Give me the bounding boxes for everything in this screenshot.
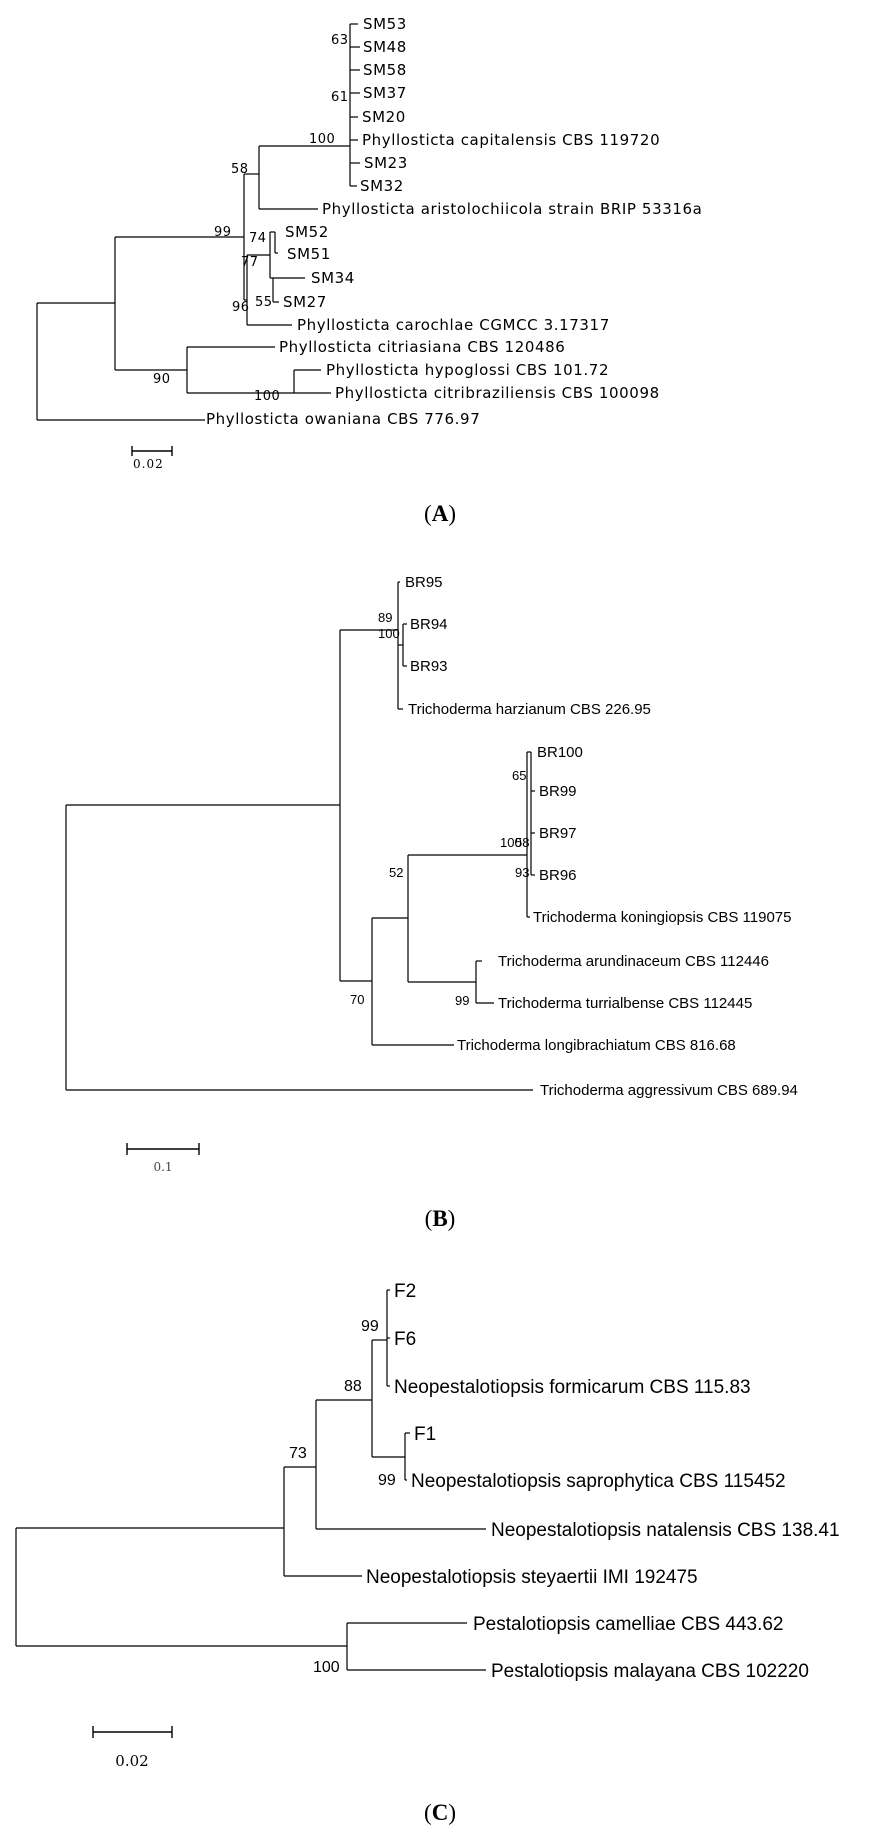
taxon-label: Pestalotiopsis camelliae CBS 443.62: [473, 1614, 784, 1635]
taxon-label: Pestalotiopsis malayana CBS 102220: [491, 1661, 809, 1682]
bootstrap-value: 52: [389, 865, 403, 880]
taxon-label: SM48: [363, 38, 407, 56]
taxon-label: Neopestalotiopsis formicarum CBS 115.83: [394, 1377, 751, 1398]
bootstrap-value: 74: [249, 231, 267, 246]
taxon-label: SM58: [363, 61, 407, 79]
bootstrap-value: 96: [232, 300, 250, 315]
taxon-label: Phyllosticta capitalensis CBS 119720: [362, 131, 660, 149]
taxon-label: BR94: [410, 616, 448, 633]
scale-bar-label: 0.02: [133, 457, 164, 471]
taxon-label: Trichoderma harzianum CBS 226.95: [408, 701, 651, 718]
panel-caption-b: (B): [425, 1206, 456, 1231]
bootstrap-value: 99: [455, 993, 469, 1008]
tree-a-support: 63 61 100 58 99 74 77 55 96 90 100: [153, 33, 349, 404]
taxon-label: Trichoderma arundinaceum CBS 112446: [498, 953, 769, 970]
bootstrap-value: 93: [515, 865, 529, 880]
bootstrap-value: 77: [241, 255, 259, 270]
bootstrap-value: 90: [153, 372, 171, 387]
bootstrap-value: 99: [378, 1472, 396, 1489]
scale-bar-a: 0.02: [131, 446, 173, 471]
tree-c-branches: [15, 1289, 486, 1671]
taxon-label: Trichoderma turrialbense CBS 112445: [498, 995, 752, 1012]
scale-bar-label: 0.02: [115, 1752, 148, 1770]
bootstrap-value: 100: [500, 835, 522, 850]
scale-bar-b: 0.1: [126, 1143, 200, 1174]
panel-caption-c: (C): [424, 1800, 456, 1825]
tree-b-taxa: BR95 BR94 BR93 Trichoderma harzianum CBS…: [405, 574, 798, 1099]
taxon-label: F6: [394, 1329, 416, 1350]
taxon-label: Phyllosticta citriasiana CBS 120486: [279, 338, 565, 356]
bootstrap-value: 100: [378, 626, 400, 641]
tree-a-branches: [36, 23, 360, 421]
taxon-label: Neopestalotiopsis saprophytica CBS 11545…: [411, 1471, 786, 1492]
tree-panel-a: SM53 SM48 SM58 SM37 SM20 Phyllosticta ca…: [36, 15, 702, 526]
bootstrap-value: 100: [313, 1659, 340, 1676]
taxon-label: BR97: [539, 825, 577, 842]
tree-panel-b: BR95 BR94 BR93 Trichoderma harzianum CBS…: [65, 574, 798, 1231]
bootstrap-value: 70: [350, 992, 364, 1007]
scale-bar-label: 0.1: [153, 1160, 172, 1174]
bootstrap-value: 65: [512, 768, 526, 783]
taxon-label: BR99: [539, 783, 577, 800]
bootstrap-value: 99: [361, 1318, 379, 1335]
taxon-label: SM20: [362, 108, 406, 126]
panel-caption-a: (A): [424, 501, 456, 526]
taxon-label: Trichoderma aggressivum CBS 689.94: [540, 1082, 798, 1099]
taxon-label: SM51: [287, 245, 331, 263]
bootstrap-value: 100: [254, 389, 280, 404]
bootstrap-value: 88: [344, 1378, 362, 1395]
taxon-label: Phyllosticta citribraziliensis CBS 10009…: [335, 384, 660, 402]
taxon-label: SM53: [363, 15, 407, 33]
taxon-label: SM52: [285, 223, 329, 241]
taxon-label: Phyllosticta aristolochiicola strain BRI…: [322, 200, 702, 218]
bootstrap-value: 61: [331, 90, 349, 105]
taxon-label: SM23: [364, 154, 408, 172]
bootstrap-value: 58: [231, 162, 249, 177]
taxon-label: Phyllosticta hypoglossi CBS 101.72: [326, 361, 609, 379]
taxon-label: BR96: [539, 867, 577, 884]
bootstrap-value: 100: [309, 132, 335, 147]
bootstrap-value: 73: [289, 1445, 307, 1462]
taxon-label: SM34: [311, 269, 355, 287]
tree-c-taxa: F2 F6 Neopestalotiopsis formicarum CBS 1…: [366, 1281, 840, 1682]
bootstrap-value: 55: [255, 295, 273, 310]
bootstrap-value: 63: [331, 33, 349, 48]
tree-b-branches: [65, 581, 535, 1091]
taxon-label: Phyllosticta carochlae CGMCC 3.17317: [297, 316, 610, 334]
taxon-label: BR93: [410, 658, 448, 675]
bootstrap-value: 99: [214, 225, 232, 240]
taxon-label: SM27: [283, 293, 327, 311]
tree-c-support: 99 88 99 73 100: [289, 1318, 396, 1676]
taxon-label: SM37: [363, 84, 407, 102]
taxon-label: SM32: [360, 177, 404, 195]
taxon-label: F1: [414, 1424, 436, 1445]
taxon-label: BR95: [405, 574, 443, 591]
taxon-label: Neopestalotiopsis natalensis CBS 138.41: [491, 1520, 840, 1541]
tree-panel-c: F2 F6 Neopestalotiopsis formicarum CBS 1…: [15, 1281, 840, 1825]
taxon-label: F2: [394, 1281, 416, 1302]
scale-bar-c: 0.02: [92, 1726, 173, 1770]
tree-b-support: 89 100 65 100 58 93 52 99 70: [350, 610, 529, 1008]
taxon-label: BR100: [537, 744, 583, 761]
taxon-label: Trichoderma koningiopsis CBS 119075: [533, 909, 791, 926]
bootstrap-value: 58: [515, 835, 529, 850]
bootstrap-value: 89: [378, 610, 392, 625]
taxon-label: Neopestalotiopsis steyaertii IMI 192475: [366, 1567, 698, 1588]
taxon-label: Phyllosticta owaniana CBS 776.97: [206, 410, 480, 428]
tree-a-taxa: SM53 SM48 SM58 SM37 SM20 Phyllosticta ca…: [206, 15, 702, 428]
taxon-label: Trichoderma longibrachiatum CBS 816.68: [457, 1037, 736, 1054]
